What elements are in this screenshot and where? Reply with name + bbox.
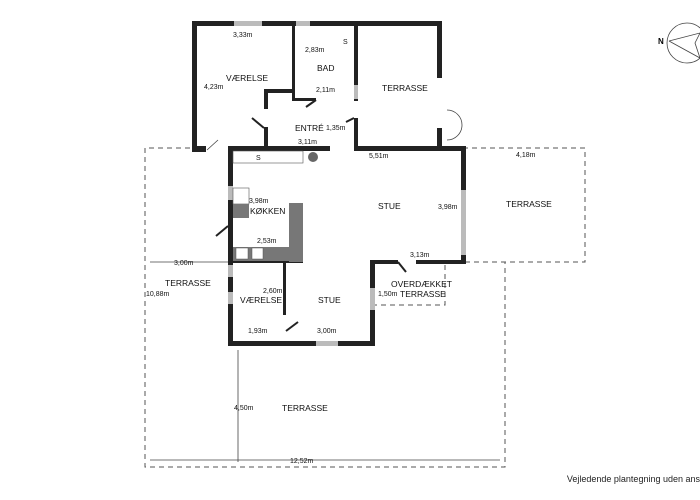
dimension: 10,88m bbox=[146, 291, 170, 298]
room-terrasse-left: TERRASSE bbox=[165, 278, 211, 288]
doors bbox=[206, 99, 463, 332]
room-overdaekket-terrasse: TERRASSE bbox=[400, 289, 446, 299]
room-terrasse-bottom: TERRASSE bbox=[282, 403, 328, 413]
disclaimer-text: Vejledende plantegning uden ans bbox=[566, 474, 700, 484]
dimension: 2,83m bbox=[305, 47, 325, 54]
room-overdaekket: OVERDÆKKET bbox=[391, 279, 452, 289]
room-terrasse-right: TERRASSE bbox=[506, 199, 552, 209]
dimension: 4,50m bbox=[234, 405, 254, 412]
storage-label: S bbox=[343, 39, 348, 46]
storage-label: S bbox=[256, 155, 261, 162]
dimension: 3,13m bbox=[410, 252, 430, 259]
dimension: 12,52m bbox=[290, 458, 314, 465]
kitchen-counter bbox=[232, 150, 318, 262]
dimension: 2,60m bbox=[263, 288, 283, 295]
dimension: 4,23m bbox=[204, 84, 224, 91]
room-vaerelse-bottom: VÆRELSE bbox=[240, 295, 282, 305]
compass-label: N bbox=[658, 37, 664, 46]
terrace-outlines bbox=[144, 147, 586, 468]
dimension: 1,35m bbox=[326, 125, 346, 132]
dimension: 4,18m bbox=[516, 152, 536, 159]
room-labels: VÆRELSE BAD ENTRÉ TERRASSE KØKKEN STUE T… bbox=[165, 39, 552, 413]
dimension: 3,11m bbox=[298, 139, 317, 146]
room-vaerelse-top: VÆRELSE bbox=[226, 73, 268, 83]
room-bad: BAD bbox=[317, 63, 334, 73]
room-stue-small: STUE bbox=[318, 295, 341, 305]
dimension: 2,11m bbox=[316, 87, 335, 94]
dimension: 3,00m bbox=[174, 260, 194, 267]
windows bbox=[228, 21, 466, 346]
dimension: 3,98m bbox=[249, 198, 269, 205]
dimension-labels: 3,33m 4,23m 2,83m 2,11m 1,35m 3,11m 5,51… bbox=[146, 32, 536, 465]
dimension: 5,51m bbox=[369, 153, 389, 160]
room-kokken: KØKKEN bbox=[250, 206, 285, 216]
room-entre: ENTRÉ bbox=[295, 123, 324, 133]
dimension: 3,00m bbox=[317, 328, 337, 335]
room-stue-main: STUE bbox=[378, 201, 401, 211]
dimension: 1,50m bbox=[378, 291, 398, 298]
dimension: 1,93m bbox=[248, 328, 268, 335]
room-terrasse-top: TERRASSE bbox=[382, 83, 428, 93]
dimension: 3,98m bbox=[438, 204, 458, 211]
dimension: 2,53m bbox=[257, 238, 277, 245]
compass-north-icon: N bbox=[658, 22, 700, 64]
dimension: 3,33m bbox=[233, 32, 253, 39]
